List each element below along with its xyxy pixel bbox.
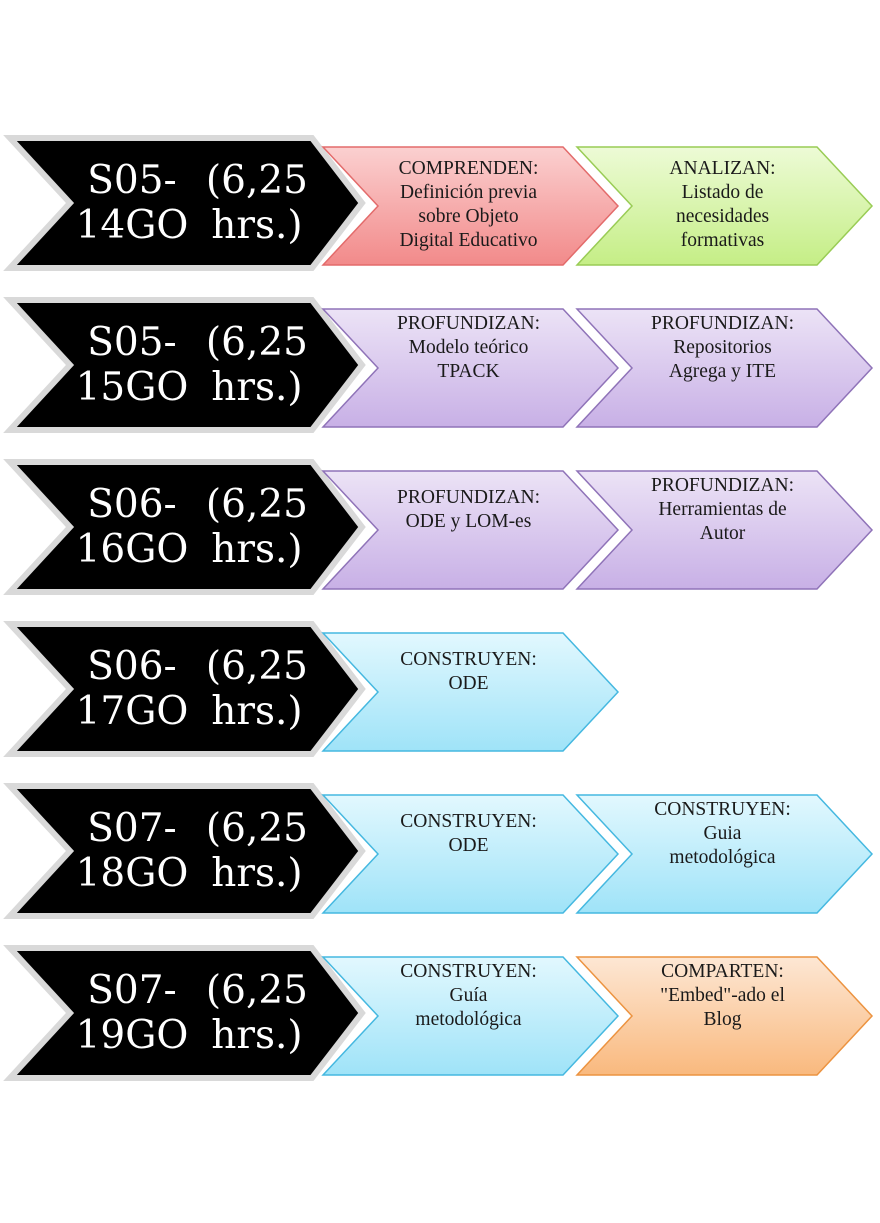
- session-hours: (6,25 hrs.): [205, 320, 308, 410]
- session-chevron: [3, 945, 366, 1081]
- activity-label: PROFUNDIZAN: Herramientas de Autor: [650, 474, 794, 544]
- session-hours: (6,25 hrs.): [205, 968, 308, 1058]
- session-label: S06-17GO(6,25 hrs.): [70, 636, 320, 742]
- session-label: S06-16GO(6,25 hrs.): [70, 474, 320, 580]
- activity-label: PROFUNDIZAN: ODE y LOM-es: [396, 486, 540, 532]
- activity-chevron: [575, 470, 874, 590]
- session-hours: (6,25 hrs.): [205, 806, 308, 896]
- activity-label: COMPRENDEN: Definición previa sobre Obje…: [398, 158, 539, 251]
- session-hours: (6,25 hrs.): [205, 644, 308, 734]
- activity-chevron: [321, 146, 620, 266]
- session-label: S07-18GO(6,25 hrs.): [70, 798, 320, 904]
- session-hours: (6,25 hrs.): [205, 482, 308, 572]
- activity-label: CONSTRUYEN: Guia metodológica: [654, 798, 791, 868]
- activity-chevron: [321, 794, 620, 914]
- session-chevron: [3, 783, 366, 919]
- activity-chevron: [321, 956, 620, 1076]
- activity-chevron: [575, 956, 874, 1076]
- session-code: S07-19GO: [75, 968, 189, 1058]
- session-label: S05-15GO(6,25 hrs.): [70, 312, 320, 418]
- activity-chevron: [575, 146, 874, 266]
- activity-chevron: [321, 632, 620, 752]
- activity-label: PROFUNDIZAN: Repositorios Agrega y ITE: [650, 312, 794, 382]
- activity-label: PROFUNDIZAN: Modelo teórico TPACK: [396, 312, 540, 382]
- session-chevron: [3, 297, 366, 433]
- session-chevron: [3, 621, 366, 757]
- activity-label: ANALIZAN: Listado de necesidades formati…: [669, 158, 776, 251]
- session-code: S05-14GO: [75, 158, 189, 248]
- session-code: S07-18GO: [75, 806, 189, 896]
- session-chevron: [3, 459, 366, 595]
- session-label: S07-19GO(6,25 hrs.): [70, 960, 320, 1066]
- activity-chevron: [575, 308, 874, 428]
- activity-label: COMPARTEN: "Embed"-ado el Blog: [660, 960, 785, 1030]
- activity-chevron: [575, 794, 874, 914]
- session-hours: (6,25 hrs.): [205, 158, 308, 248]
- session-code: S06-16GO: [75, 482, 189, 572]
- session-label: S05-14GO(6,25 hrs.): [70, 150, 320, 256]
- session-code: S05-15GO: [75, 320, 189, 410]
- session-code: S06-17GO: [75, 644, 189, 734]
- activity-label: CONSTRUYEN: ODE: [400, 648, 537, 694]
- activity-label: CONSTRUYEN: Guía metodológica: [400, 960, 537, 1030]
- activity-chevron: [321, 470, 620, 590]
- activity-label: CONSTRUYEN: ODE: [400, 810, 537, 856]
- session-chevron: [3, 135, 366, 271]
- activity-chevron: [321, 308, 620, 428]
